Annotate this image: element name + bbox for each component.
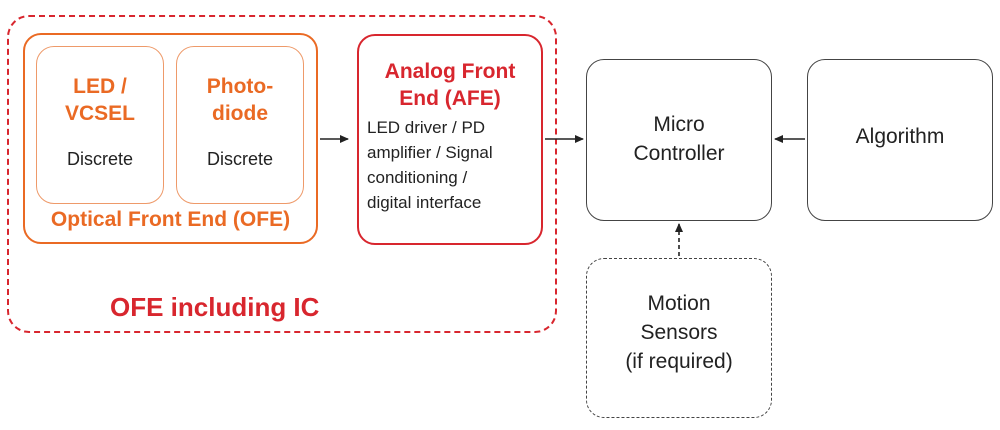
ofe-including-ic-group (7, 15, 557, 333)
photodiode-title: Photo- diode (177, 73, 303, 127)
motion-sensors-line3: (if required) (625, 350, 733, 373)
led-sub-label: Discrete (66, 149, 133, 169)
afe-desc-line: LED driver / PD (367, 118, 486, 137)
afe-desc-line: digital interface (367, 193, 482, 212)
afe-desc-line: conditioning / (367, 168, 468, 187)
photodiode-sub-label: Discrete (206, 149, 273, 169)
motion-sensors-line1: Motion (647, 292, 711, 315)
afe-title: Analog Front End (AFE) (357, 58, 543, 112)
microcontroller-box: Micro Controller (586, 59, 772, 221)
ofe-label: Optical Front End (OFE) (50, 208, 291, 231)
led-vcsel-title: LED / VCSEL (37, 73, 163, 127)
algorithm-label: Algorithm (855, 125, 945, 148)
led-title-line2: VCSEL (64, 102, 135, 125)
afe-description: LED driver / PD amplifier / Signal condi… (367, 115, 539, 215)
microcontroller-line2: Controller (633, 142, 725, 165)
optical-front-end-group (23, 33, 318, 244)
microcontroller-line1: Micro (653, 113, 705, 136)
motion-sensors-line2: Sensors (640, 321, 718, 344)
algorithm-box: Algorithm (807, 59, 993, 221)
afe-title-line1: Analog Front (384, 60, 516, 83)
photodiode-title-line1: Photo- (206, 75, 274, 98)
afe-box (357, 34, 543, 245)
afe-desc-line: amplifier / Signal (367, 143, 493, 162)
ofe-including-ic-label: OFE including IC (110, 292, 320, 322)
led-vcsel-box: LED / VCSEL Discrete (36, 46, 164, 204)
photodiode-box: Photo- diode Discrete (176, 46, 304, 204)
photodiode-title-line2: diode (212, 102, 268, 125)
led-title-line1: LED / (73, 75, 127, 98)
motion-sensors-box: Motion Sensors (if required) (586, 258, 772, 418)
afe-title-line2: End (AFE) (399, 87, 501, 110)
